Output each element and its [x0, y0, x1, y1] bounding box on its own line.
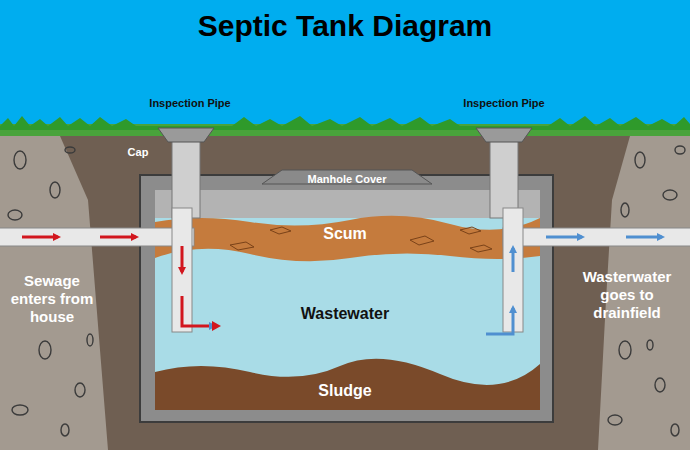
inlet-label: Sewage enters from house [6, 272, 98, 326]
pipe-label: Inspection Pipe [126, 97, 254, 110]
layer-label: Scum [290, 224, 400, 243]
scum-layer: Scum [290, 224, 400, 247]
diagram-title: Septic Tank Diagram [0, 8, 690, 44]
outlet-label: Wasterwater goes to drainfield [570, 268, 684, 322]
cover-label: Manhole Cover [284, 173, 410, 186]
layer-label: Wastewater [260, 304, 430, 323]
cap-label: Cap [118, 146, 158, 159]
layer-label: Sludge [290, 381, 400, 400]
pipe-label: Inspection Pipe [440, 97, 568, 110]
wastewater-layer: Wastewater [260, 304, 430, 327]
sludge-layer: Sludge [290, 381, 400, 404]
